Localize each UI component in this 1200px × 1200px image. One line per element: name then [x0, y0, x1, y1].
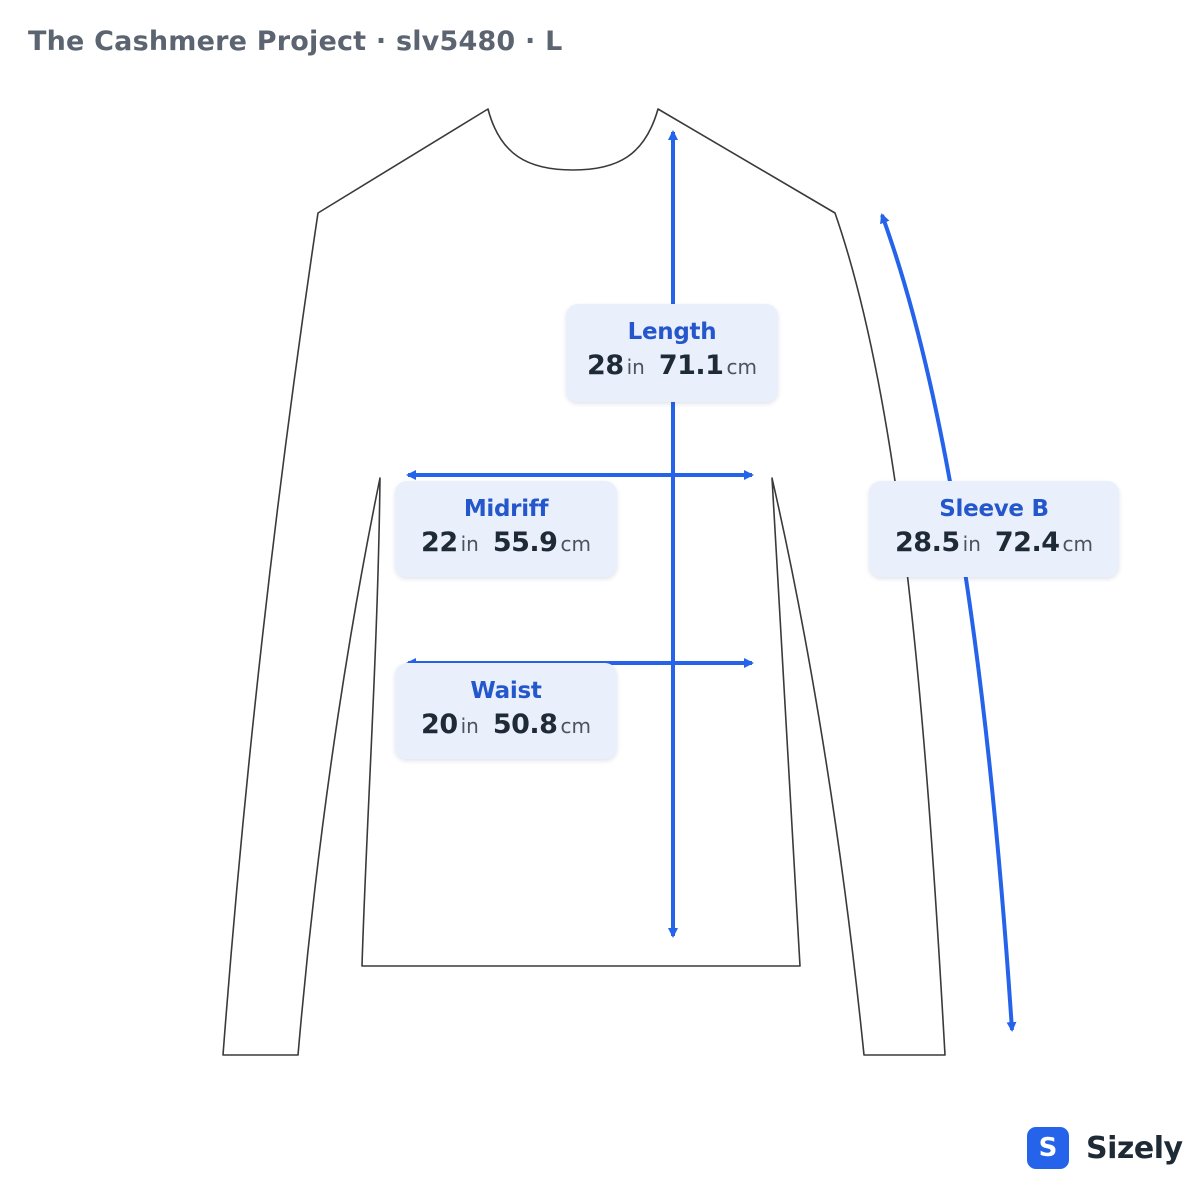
- brand-logo: S Sizely: [1027, 1127, 1183, 1169]
- sleeve-name: Sleeve B: [939, 496, 1049, 522]
- waist-name: Waist: [470, 678, 542, 704]
- midriff-cm-value: 55.9: [492, 527, 558, 558]
- midriff-cm-unit: cm: [560, 532, 591, 556]
- s-badge-icon: S: [1027, 1127, 1069, 1169]
- sweater-outline: [222, 108, 946, 1056]
- midriff-name: Midriff: [463, 496, 549, 522]
- page-title: The Cashmere Project · slv5480 · L: [28, 26, 563, 57]
- length-in-unit: in: [626, 355, 645, 379]
- sleeve-in-value: 28.5: [895, 527, 960, 558]
- sleeve-arrow: [880, 213, 1017, 1032]
- waist-cm-unit: cm: [560, 714, 591, 738]
- brand-name: Sizely: [1086, 1130, 1183, 1166]
- sleeve-cm-unit: cm: [1062, 532, 1093, 556]
- waist-in-value: 20: [421, 709, 458, 740]
- length-name: Length: [627, 319, 717, 345]
- length-in-value: 28: [587, 350, 624, 381]
- length-cm-unit: cm: [726, 355, 757, 379]
- length-cm-value: 71.1: [658, 350, 724, 381]
- waist-in-unit: in: [460, 714, 479, 738]
- midriff-in-unit: in: [460, 532, 479, 556]
- sleeve-in-unit: in: [962, 532, 981, 556]
- sleeve-cm-value: 72.4: [994, 527, 1060, 558]
- waist-cm-value: 50.8: [492, 709, 558, 740]
- midriff-in-value: 22: [421, 527, 458, 558]
